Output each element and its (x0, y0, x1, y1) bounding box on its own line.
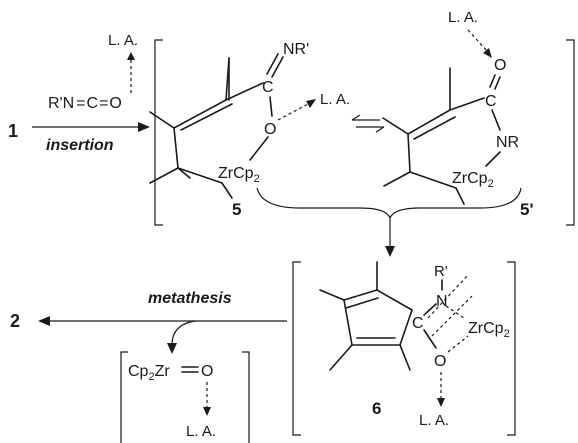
c-n-double-2 (271, 56, 284, 78)
reverse-arrowhead (351, 114, 361, 121)
zrcp2-5: ZrCp2 (218, 165, 260, 185)
brace-path (256, 187, 522, 220)
ring-double-inner (413, 116, 456, 140)
isocyanate-reagent: R'N=C=O L. A. (48, 32, 138, 112)
oxygen-label: O (264, 121, 276, 138)
forward-arrowhead (375, 126, 385, 133)
lewis-acid-5: L. A. (320, 91, 350, 108)
arrowhead (306, 99, 316, 108)
arrowhead (483, 48, 492, 58)
ring-bond-bottom (409, 171, 457, 189)
cp2zr-label: Cp2Zr (128, 363, 170, 383)
bond-c-c (449, 97, 485, 111)
branch-curve (171, 320, 197, 346)
n-zr-bond (485, 151, 501, 167)
methyl-left-1 (149, 111, 175, 129)
compound-1-label: 1 (8, 121, 18, 141)
ring-bond-3 (399, 309, 413, 346)
arrowhead (437, 398, 445, 407)
double-bond-inner (180, 103, 233, 131)
compound-5prime-label: 5' (520, 200, 534, 219)
bracket-5-5prime (154, 39, 575, 226)
compound-5: NR' C O ZrCp2 L. A. 5 (149, 41, 350, 219)
c-o-bond (423, 329, 437, 349)
ring-bond-2 (376, 289, 413, 311)
o-zr-bond (249, 136, 269, 161)
arrowhead (38, 316, 50, 326)
carbon-label: C (412, 315, 424, 332)
dashed-bond-o-zr (447, 335, 469, 353)
isocyanate-formula: R'N=C=O (48, 95, 122, 112)
metathesis-label: metathesis (148, 290, 232, 307)
right-bracket (507, 261, 516, 436)
lewis-acid-5prime: L. A. (448, 9, 478, 26)
c-n-double-1 (266, 53, 279, 75)
ring-bond-left (407, 133, 411, 173)
oxygen-label: O (494, 57, 506, 74)
n-substituent: R' (434, 263, 448, 280)
compound-6-label: 6 (372, 399, 381, 418)
dashed-bond-upper (427, 274, 469, 319)
imine-nr: NR' (283, 41, 309, 58)
ring-bonds-left (173, 57, 230, 179)
nitrogen-label: N (436, 293, 448, 310)
c-n-bond (491, 109, 501, 131)
joining-brace (256, 187, 522, 257)
right-bracket (566, 39, 575, 226)
zrcp2-6: ZrCp2 (468, 320, 510, 340)
left-bracket (154, 39, 163, 226)
reagent-lewis-acid: L. A. (108, 32, 138, 49)
lewis-acid-byproduct: L. A. (186, 423, 216, 440)
c-n-bond (423, 303, 437, 316)
left-bracket (120, 351, 128, 443)
amide-nr: NR (496, 134, 519, 151)
methyl-left-1 (382, 117, 409, 135)
methyl-bottom-right (399, 344, 411, 371)
methyl-bottom-left (329, 344, 353, 371)
ring-double-outer (407, 109, 451, 135)
compound-6: C R' N O ZrCp2 L. A. 6 (319, 261, 510, 429)
methyl-bottom (221, 182, 233, 199)
compound-5-prime: L. A. O C NR ZrCp2 5' (382, 9, 534, 219)
c-o-bond (269, 96, 273, 117)
arrowhead (203, 407, 211, 416)
c-o-double-1 (489, 74, 496, 88)
byproduct: Cp2Zr O L. A. (120, 351, 250, 443)
arrowhead (138, 122, 150, 132)
coordination-dash-arrow (467, 29, 489, 53)
dashed-bond-n-zr (445, 305, 465, 319)
equilibrium-arrows (351, 114, 385, 133)
lewis-acid-6: L. A. (419, 412, 449, 429)
product-2-label: 2 (10, 311, 20, 331)
left-bracket (292, 261, 301, 436)
insertion-arrow: insertion (32, 122, 150, 154)
oxo-label: O (201, 363, 213, 380)
carbon-label: C (262, 79, 274, 96)
bracket-6 (292, 261, 516, 436)
coordination-dash-arrow (277, 102, 311, 121)
oxygen-label: O (434, 353, 446, 370)
branch-arrowhead (167, 343, 177, 354)
zrcp2-5prime: ZrCp2 (452, 170, 494, 190)
methyl-left (319, 289, 345, 301)
insertion-label: insertion (46, 137, 114, 154)
ring-bond-5 (343, 299, 353, 346)
c-o-double-2 (494, 76, 501, 90)
methyl-left-2 (383, 171, 411, 187)
ring-bond-1 (343, 289, 378, 301)
carbon-label: C (485, 93, 497, 110)
ring-bond-bottom (177, 167, 223, 184)
right-bracket (242, 351, 250, 443)
reactant-1: 1 (8, 121, 18, 141)
bond-c-c (225, 82, 264, 101)
arrowhead (385, 246, 395, 257)
metathesis-arrow: metathesis 2 (10, 290, 287, 354)
methyl-left-2 (149, 167, 179, 184)
methyl-bottom (455, 187, 465, 205)
compound-5-label: 5 (232, 200, 241, 219)
ring-double-1 (345, 297, 379, 309)
arrowhead (127, 52, 135, 60)
